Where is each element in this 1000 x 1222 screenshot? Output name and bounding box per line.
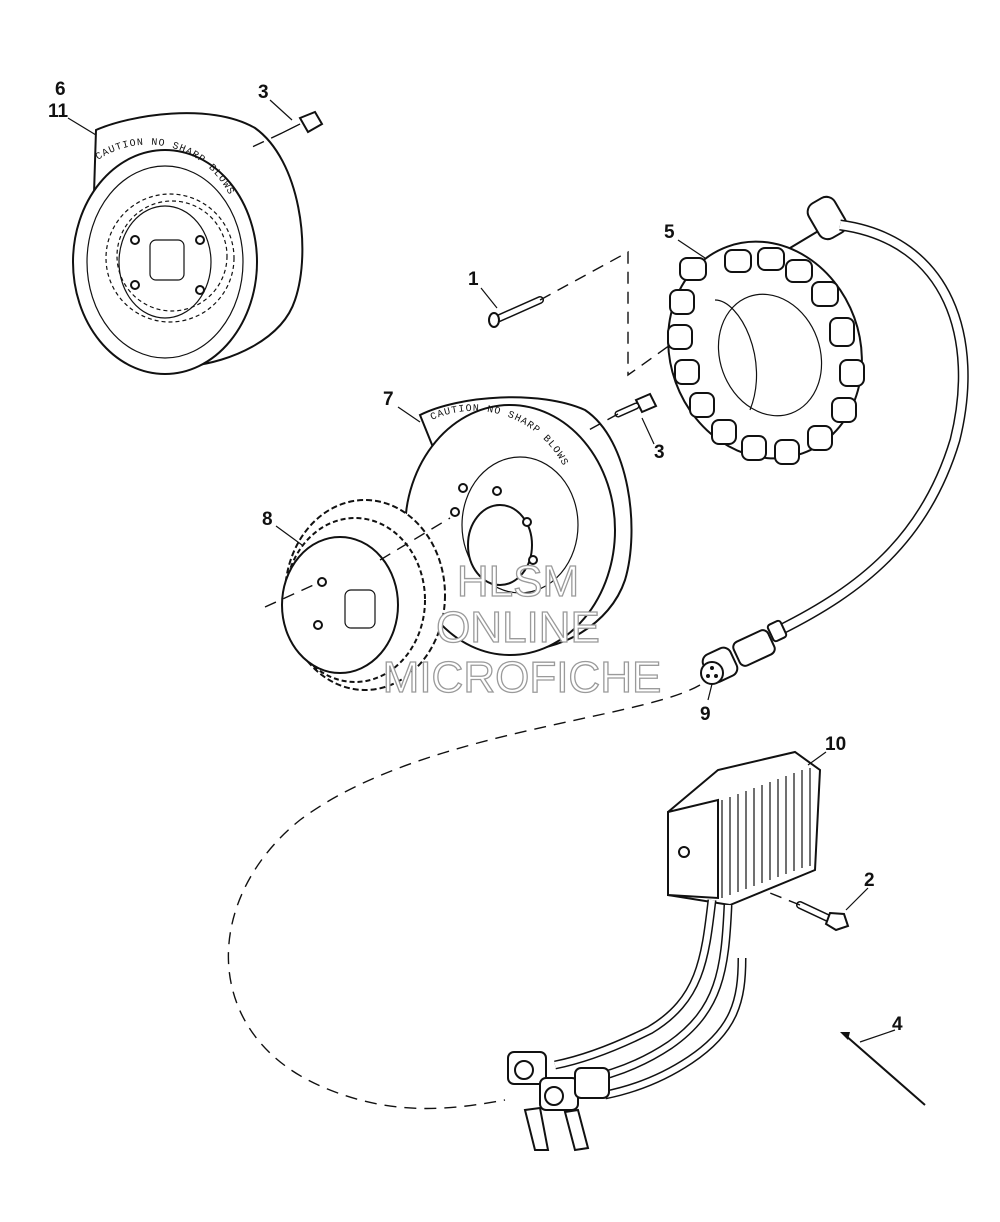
routing-line (227, 684, 701, 1110)
bolt-hole (522, 517, 532, 527)
callout-8: 8 (262, 509, 273, 530)
cable-tie-4 (840, 1032, 926, 1106)
callout-3-upper: 3 (258, 82, 269, 103)
screw-2 (769, 892, 850, 932)
callout-4: 4 (892, 1014, 903, 1035)
callout-5: 5 (664, 222, 675, 243)
callout-10: 10 (825, 734, 846, 755)
rotor-7: CAUTION NO SHARP BLOWS (404, 396, 633, 656)
bolt-hole (130, 235, 140, 245)
callout-7: 7 (383, 389, 394, 410)
callout-3-lower: 3 (654, 442, 665, 463)
callout-6: 6 (55, 79, 66, 100)
bolt-hole (450, 507, 460, 517)
screw-3-lower (584, 392, 658, 433)
callouts: 6 11 3 1 5 7 3 8 9 10 2 4 (48, 79, 903, 1035)
bolt-hole (492, 486, 502, 496)
leader-lines (67, 99, 896, 1043)
bolt-hole (130, 280, 140, 290)
bolt-hole (313, 620, 323, 630)
watermark-line-3: MICROFICHE (383, 653, 662, 702)
callout-9: 9 (700, 704, 711, 725)
sprocket-splined-hub (344, 589, 376, 629)
callout-11: 11 (48, 101, 69, 122)
rotor-assembly-upper: CAUTION NO SHARP BLOWS (72, 112, 304, 375)
watermark-line-1: HLSM (457, 557, 579, 606)
watermark: HLSM ONLINE MICROFICHE (382, 556, 662, 702)
upper-sprocket-ring (105, 193, 235, 323)
upper-splined-hub (149, 239, 185, 281)
regulator-fins (721, 768, 811, 898)
callout-1: 1 (468, 269, 479, 290)
stator-poles (667, 247, 865, 465)
voltage-regulator-10 (507, 750, 822, 1152)
stator (667, 195, 969, 635)
screw-3-upper (249, 110, 324, 149)
callout-2: 2 (864, 870, 875, 891)
watermark-line-2: ONLINE (436, 603, 600, 652)
bolt-hole (195, 235, 205, 245)
bolt-hole (458, 483, 468, 493)
connector-9 (700, 619, 788, 685)
sprocket-8 (264, 499, 451, 691)
bolt-hole (528, 555, 538, 565)
upper-sprocket-ring (116, 200, 228, 312)
bolt-hole (317, 577, 327, 587)
bolt-hole (195, 285, 205, 295)
screw-1 (488, 250, 671, 377)
